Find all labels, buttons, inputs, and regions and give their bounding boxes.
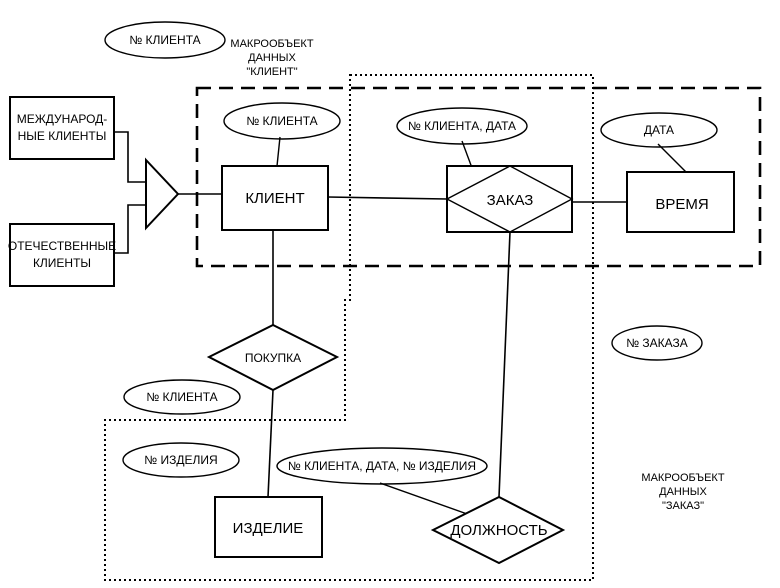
attr-client-no-purchase: № КЛИЕНТА: [123, 379, 241, 415]
edge-attr-time: [657, 143, 687, 173]
svg-text:ЗАКАЗ: ЗАКАЗ: [487, 192, 534, 209]
order-macroobject-boundary: [104, 74, 594, 581]
svg-text:№ КЛИЕНТА: № КЛИЕНТА: [246, 114, 317, 128]
svg-text:ИЗДЕЛИЕ: ИЗДЕЛИЕ: [233, 520, 304, 537]
attr-date: ДАТА: [600, 112, 718, 148]
macroobject-order-label: МАКРООБЪЕКТ ДАННЫХ "ЗАКАЗ": [641, 472, 724, 512]
svg-text:"КЛИЕНТ": "КЛИЕНТ": [246, 66, 297, 78]
attr-client-no-free: № КЛИЕНТА: [104, 21, 226, 59]
attr-client-no: № КЛИЕНТА: [223, 102, 341, 140]
edge-attr-client: [276, 136, 281, 167]
entity-domestic-clients: ОТЕЧЕСТВЕННЫЕ КЛИЕНТЫ: [8, 223, 116, 287]
svg-text:МЕЖДУНАРОД-: МЕЖДУНАРОД-: [17, 112, 108, 126]
generalization-triangle-icon: [145, 157, 180, 231]
svg-text:МАКРООБЪЕКТ: МАКРООБЪЕКТ: [641, 472, 724, 484]
edge-client-order: [327, 196, 448, 200]
edge-order-position: [498, 231, 511, 498]
svg-text:ДОЛЖНОСТЬ: ДОЛЖНОСТЬ: [450, 522, 547, 539]
edge-intl-gen: [114, 131, 146, 183]
relationship-position: ДОЛЖНОСТЬ: [430, 495, 566, 565]
connections: [114, 131, 687, 516]
attr-client-no-date: № КЛИЕНТА, ДАТА: [396, 107, 528, 145]
attr-product-no: № ИЗДЕЛИЯ: [122, 442, 240, 478]
relationship-purchase: ПОКУПКА: [206, 323, 340, 392]
svg-text:ПОКУПКА: ПОКУПКА: [245, 351, 301, 365]
entity-time: ВРЕМЯ: [626, 171, 735, 233]
entity-international-clients: МЕЖДУНАРОД- НЫЕ КЛИЕНТЫ: [9, 96, 115, 160]
svg-text:ДАТА: ДАТА: [644, 123, 674, 137]
edge-domestic-gen: [114, 204, 146, 254]
macroobject-client-label: МАКРООБЪЕКТ ДАННЫХ "КЛИЕНТ": [230, 38, 313, 78]
svg-text:ДАННЫХ: ДАННЫХ: [248, 52, 296, 64]
svg-text:№ ИЗДЕЛИЯ: № ИЗДЕЛИЯ: [144, 453, 217, 467]
svg-text:КЛИЕНТ: КЛИЕНТ: [245, 190, 304, 207]
client-macroobject-boundary: [195, 86, 762, 268]
svg-text:ВРЕМЯ: ВРЕМЯ: [655, 196, 708, 213]
entity-client: КЛИЕНТ: [221, 165, 329, 231]
svg-text:"ЗАКАЗ": "ЗАКАЗ": [662, 500, 704, 512]
attr-order-no: № ЗАКАЗА: [611, 325, 703, 361]
edge-purchase-product: [267, 389, 274, 498]
svg-text:ДАННЫХ: ДАННЫХ: [659, 486, 707, 498]
attr-client-date-product: № КЛИЕНТА, ДАТА, № ИЗДЕЛИЯ: [276, 447, 488, 485]
svg-text:НЫЕ КЛИЕНТЫ: НЫЕ КЛИЕНТЫ: [18, 129, 107, 143]
entity-product: ИЗДЕЛИЕ: [214, 496, 323, 558]
svg-text:№ КЛИЕНТА: № КЛИЕНТА: [146, 390, 217, 404]
relationship-order: ЗАКАЗ: [445, 165, 574, 233]
svg-text:№ КЛИЕНТА, ДАТА, № ИЗДЕЛИЯ: № КЛИЕНТА, ДАТА, № ИЗДЕЛИЯ: [288, 459, 476, 473]
svg-text:ОТЕЧЕСТВЕННЫЕ: ОТЕЧЕСТВЕННЫЕ: [8, 239, 116, 253]
svg-text:КЛИЕНТЫ: КЛИЕНТЫ: [33, 256, 91, 270]
edge-attr-position: [379, 482, 471, 516]
svg-text:№ КЛИЕНТА, ДАТА: № КЛИЕНТА, ДАТА: [408, 119, 516, 133]
svg-text:№ КЛИЕНТА: № КЛИЕНТА: [129, 33, 200, 47]
svg-text:№ ЗАКАЗА: № ЗАКАЗА: [626, 336, 688, 350]
svg-text:МАКРООБЪЕКТ: МАКРООБЪЕКТ: [230, 38, 313, 50]
